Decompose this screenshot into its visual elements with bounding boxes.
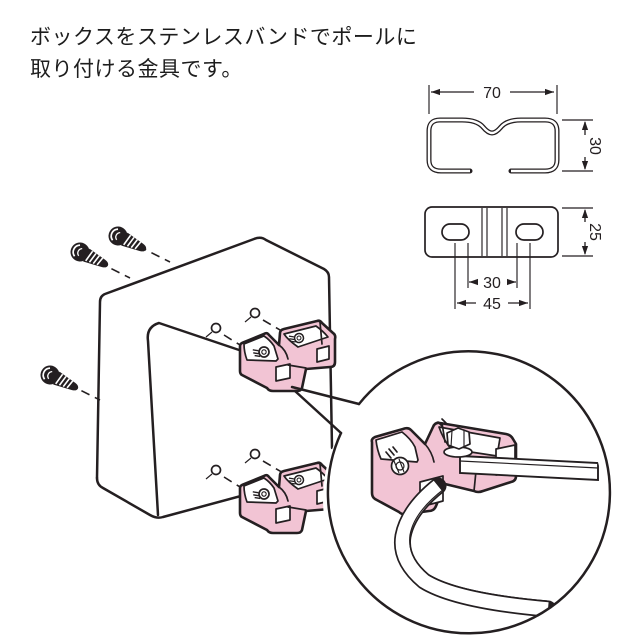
stainless-band-horizontal [459,455,599,481]
mounting-hole-icon [205,307,261,480]
slot-hole-left [441,223,470,241]
stainless-band-loop [393,477,557,618]
detail-circle-outline [326,350,612,635]
hex-bolt-icon [437,418,473,458]
dim-plate-height: 25 [586,223,603,241]
electrical-box [95,236,334,519]
detail-content [370,418,599,618]
dim-slot-inner-span: 30 [483,275,501,292]
description-line-1: ボックスをステンレスバンドでポールに [30,26,418,49]
description-line-2: 取り付ける金具です。 [30,57,243,81]
dim-profile-width: 70 [483,85,501,102]
detail-callout-lines [290,385,361,435]
slot-hole-right [515,223,544,241]
detail-circle-background [323,358,605,640]
box-face-edge [146,321,250,517]
screw-icon [36,361,83,398]
screw-icon [66,238,113,275]
screw-icon [104,222,151,259]
dim-slot-outer-span: 45 [483,296,501,313]
dim-profile-height: 30 [586,137,603,155]
dimension-drawing-plate: 25 30 45 [424,206,603,313]
detail-view [290,350,612,640]
detail-screw-icon [385,446,410,476]
product-description: ボックスをステンレスバンドでポールに 取り付ける金具です。 [30,22,490,86]
dimension-drawing-profile: 70 30 [426,85,603,174]
